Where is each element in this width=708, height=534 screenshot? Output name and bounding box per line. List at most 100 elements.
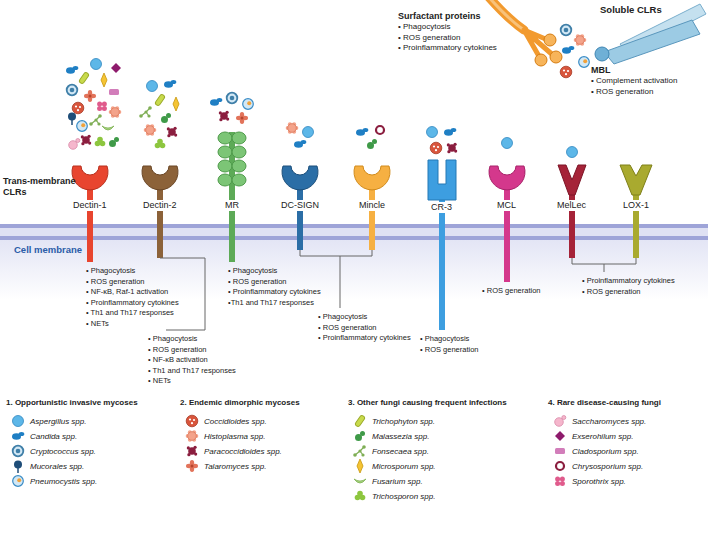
legend-text: Histoplasma spp.: [204, 432, 265, 441]
dectin1-head: [72, 166, 108, 190]
function-item: • Phagocytosis: [86, 266, 135, 276]
fungus-icon-part: [362, 445, 366, 449]
dectin2-head: [142, 166, 178, 190]
legend-swatch: [352, 429, 368, 443]
fungus-icon-part: [68, 113, 76, 121]
mr-domain: [232, 174, 246, 186]
legend-text: Fonsecaea spp.: [372, 447, 429, 456]
function-item: • ROS generation: [228, 277, 287, 287]
fungus-icon-part: [353, 453, 357, 457]
surfactant-head: [550, 51, 562, 63]
legend-item: Histoplasma spp.: [184, 429, 265, 443]
soluble-receptor: Surfactant proteins• Phagocytosis• ROS g…: [398, 10, 497, 54]
membrane-layer: [0, 224, 708, 228]
function-item: • ROS generation: [148, 345, 207, 355]
legend-item: Aspergillus spp.: [10, 414, 86, 428]
legend-swatch: [552, 474, 568, 488]
legend-item: Malassezia spp.: [352, 429, 429, 443]
fungus-icon: [502, 138, 513, 149]
fungus-icon: [147, 81, 158, 92]
fungus-icon-part: [555, 431, 565, 441]
receptor: LOX-1: [621, 200, 651, 211]
fungus-icon-part: [79, 106, 81, 108]
fungus-icon-part: [191, 465, 194, 468]
soluble-receptor: MBL• Complement activation• ROS generati…: [591, 64, 677, 97]
fungus-icon-part: [227, 93, 238, 104]
fungus-icon-part: [555, 448, 565, 454]
fungus-icon-part: [303, 127, 314, 138]
mr-domain: [218, 160, 232, 172]
receptor-name: Dectin-1: [71, 200, 109, 211]
fungus-icon-part: [188, 447, 196, 455]
receptor: Mincle: [357, 200, 387, 211]
legend-swatch: [552, 429, 568, 443]
legend-text: Trichophyton spp.: [372, 417, 435, 426]
mincle-stalk: [369, 189, 375, 250]
fungus-icon-part: [77, 109, 79, 111]
fungus-icon: [84, 90, 96, 102]
legend-item: Fusarium spp.: [352, 474, 423, 488]
receptor-name: Dectin-2: [141, 200, 179, 211]
fungus-icon-part: [556, 462, 564, 470]
legend-heading: 2. Endemic dimorphic mycoses: [180, 398, 300, 407]
receptor-name: DC-SIGN: [279, 200, 321, 211]
fungus-icon: [164, 80, 176, 88]
fungus-icon: [111, 63, 121, 73]
fungus-icon: [357, 459, 363, 473]
fungus-icon: [13, 416, 24, 427]
mbl-head: [595, 47, 609, 61]
legend-text: Cryptococcus spp.: [30, 447, 96, 456]
mr-domain: [218, 174, 232, 186]
legend-swatch: [10, 459, 26, 473]
legend-item: Cladosporium spp.: [552, 444, 639, 458]
bracket-line: [572, 258, 636, 272]
mr-domain: [232, 132, 246, 144]
fungus-icon: [236, 112, 248, 124]
receptor-name: CR-3: [429, 202, 454, 213]
legend-swatch: [10, 474, 26, 488]
fungus-icon-part: [109, 89, 119, 95]
fungus-icon: [555, 477, 565, 486]
mellec-head: [558, 165, 586, 195]
legend-text: Cladosporium spp.: [572, 447, 639, 456]
fungus-icon-part: [562, 416, 566, 420]
receptor-stalks: [87, 132, 639, 330]
legend-swatch: [10, 414, 26, 428]
fungus-icon: [67, 85, 78, 96]
fungus-icon: [294, 140, 306, 148]
fungus-icon: [447, 143, 458, 154]
fungus-icon-part: [565, 73, 567, 75]
fungus-icon-part: [555, 477, 560, 482]
fungus-icon: [555, 416, 566, 427]
fungus-icon: [95, 137, 106, 147]
fungus-icon: [367, 139, 377, 149]
fungus-icon-part: [555, 481, 560, 486]
fungus-icon-part: [89, 122, 93, 126]
fungus-icon-part: [437, 146, 439, 148]
fungus-icon-part: [13, 476, 24, 487]
legend-item: Mucorales spp.: [10, 459, 84, 473]
legend-swatch: [184, 444, 200, 458]
fungus-icon-part: [166, 113, 171, 118]
fungus-icon-part: [111, 108, 120, 117]
legend-item: Exserohilum spp.: [552, 429, 633, 443]
mr-domain: [218, 132, 232, 144]
fungus-icon-part: [114, 137, 119, 142]
receptor: MCL: [495, 200, 518, 211]
fungus-icon: [102, 126, 114, 130]
fungus-icon-part: [73, 66, 79, 70]
fungus-icon-part: [102, 126, 114, 130]
fungus-icon-part: [435, 149, 437, 151]
section-title: Soluble CLRs: [600, 4, 662, 15]
fungus-icon-part: [560, 481, 565, 486]
fungus-icon-part: [17, 478, 21, 482]
legend-heading: 1. Opportunistic invasive mycoses: [6, 398, 138, 407]
fungi-icons: [66, 25, 589, 158]
legend-swatch: [352, 489, 368, 503]
fungus-icon-part: [98, 114, 102, 118]
fungus-icon: [68, 113, 76, 126]
fungus-icon: [562, 46, 574, 54]
receptor: MR: [223, 200, 241, 211]
fungus-icon-part: [433, 145, 435, 147]
function-item: • Proinflammatory cytokines: [582, 276, 675, 286]
